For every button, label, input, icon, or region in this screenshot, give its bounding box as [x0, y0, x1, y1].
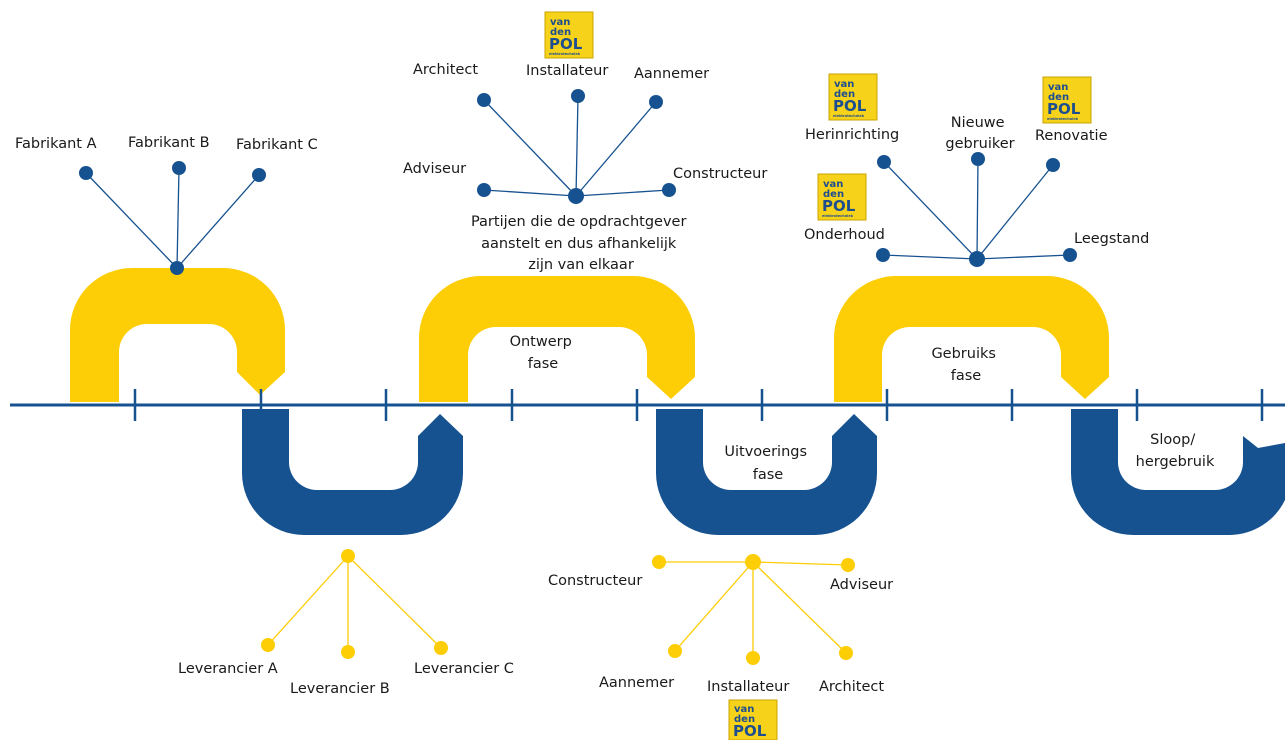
label-leverancier-b: Leverancier B	[290, 681, 390, 697]
node-ontwerp-adviseur	[477, 183, 491, 197]
arch-gebruiks-fase	[834, 276, 1109, 402]
node-gebruik-nieuwe-gebruiker	[971, 152, 985, 166]
svg-text:POL: POL	[733, 722, 767, 740]
node-uitvoering-adviseur	[841, 558, 855, 572]
label-ontwerp-aannemer: Aannemer	[634, 66, 709, 82]
label-leverancier-c: Leverancier C	[414, 661, 514, 677]
label-uitvoering-aannemer: Aannemer	[599, 675, 674, 691]
logo-vandenpol-installateur-bottom: van den POL	[728, 699, 778, 740]
label-gebruik-nieuwe-gebruiker: Nieuwe gebruiker	[945, 115, 1014, 152]
label-fabrikant-b: Fabrikant B	[128, 135, 210, 151]
svg-text:elektrotechniek: elektrotechniek	[822, 214, 854, 218]
svg-text:van: van	[734, 704, 754, 715]
logo-vandenpol-herinrichting: van den POL elektrotechniek	[828, 73, 878, 121]
node-gebruik-herinrichting	[877, 155, 891, 169]
arch-uitvoerings-fase	[656, 409, 877, 535]
logo-vandenpol-onderhoud: van den POL elektrotechniek	[817, 173, 867, 221]
svg-text:POL: POL	[1047, 100, 1081, 118]
node-ontwerp-installateur	[571, 89, 585, 103]
svg-text:POL: POL	[833, 97, 867, 115]
label-gebruik-herinrichting: Herinrichting	[805, 127, 899, 143]
svg-text:POL: POL	[822, 197, 856, 215]
svg-text:den: den	[550, 27, 571, 38]
node-uitvoering-constructeur	[652, 555, 666, 569]
svg-text:van: van	[550, 17, 570, 28]
node-fabrikant-b	[172, 161, 186, 175]
timeline-ticks	[133, 389, 1264, 421]
node-uitvoering-installateur	[746, 651, 760, 665]
node-leverancier-a	[261, 638, 275, 652]
node-leverancier-hub	[341, 549, 355, 563]
svg-text:elektrotechniek: elektrotechniek	[1047, 117, 1079, 121]
arch-levering	[242, 409, 463, 535]
arch-fabricage	[70, 268, 285, 402]
cluster-fabrikanten	[85, 167, 260, 269]
svg-text:POL: POL	[549, 35, 583, 53]
node-ontwerp-architect	[477, 93, 491, 107]
label-uitvoering-constructeur: Constructeur	[548, 573, 642, 589]
arch-sloop-hergebruik	[1071, 409, 1285, 535]
label-ontwerp-installateur: Installateur	[526, 63, 608, 79]
cluster-gebruik-partijen	[882, 158, 1071, 260]
node-uitvoering-hub	[745, 554, 761, 570]
node-fabrikant-hub	[170, 261, 184, 275]
logo-vandenpol-renovatie: van den POL elektrotechniek	[1042, 76, 1092, 124]
arch-ontwerp-fase	[419, 276, 695, 402]
node-leverancier-b	[341, 645, 355, 659]
label-uitvoering-installateur: Installateur	[707, 679, 789, 695]
svg-text:den: den	[823, 189, 844, 200]
phase-label-uitvoering: Uitvoerings fase	[724, 444, 811, 483]
node-uitvoering-architect	[839, 646, 853, 660]
logo-vandenpol-installateur-top: van den POL elektrotechniek	[544, 11, 594, 59]
svg-text:van: van	[823, 179, 843, 190]
node-gebruik-leegstand	[1063, 248, 1077, 262]
node-fabrikant-a	[79, 166, 93, 180]
svg-text:den: den	[1048, 92, 1069, 103]
node-uitvoering-aannemer	[668, 644, 682, 658]
phase-label-ontwerp: Ontwerp fase	[510, 334, 577, 372]
label-gebruik-renovatie: Renovatie	[1035, 128, 1108, 144]
svg-text:den: den	[734, 714, 755, 725]
label-ontwerp-constructeur: Constructeur	[673, 166, 767, 182]
cluster-leveranciers	[267, 555, 442, 652]
label-uitvoering-adviseur: Adviseur	[830, 577, 893, 593]
node-gebruik-renovatie	[1046, 158, 1060, 172]
node-ontwerp-constructeur	[662, 183, 676, 197]
phase-label-sloop: Sloop/ hergebruik	[1136, 432, 1215, 470]
label-ontwerp-architect: Architect	[413, 62, 478, 78]
svg-text:van: van	[834, 79, 854, 90]
node-gebruik-onderhoud	[876, 248, 890, 262]
caption-ontwerp-partijen: Partijen die de opdrachtgever aanstelt e…	[471, 214, 691, 273]
svg-text:elektrotechniek: elektrotechniek	[549, 52, 581, 56]
node-leverancier-c	[434, 641, 448, 655]
cluster-uitvoering-partijen	[659, 561, 849, 658]
svg-text:den: den	[834, 89, 855, 100]
svg-text:van: van	[1048, 82, 1068, 93]
node-fabrikant-c	[252, 168, 266, 182]
label-gebruik-onderhoud: Onderhoud	[804, 227, 885, 243]
node-ontwerp-aannemer	[649, 95, 663, 109]
label-fabrikant-a: Fabrikant A	[15, 136, 97, 152]
label-fabrikant-c: Fabrikant C	[236, 137, 318, 153]
label-ontwerp-adviseur: Adviseur	[403, 161, 466, 177]
phase-label-gebruik: Gebruiks fase	[931, 346, 1000, 384]
svg-text:elektrotechniek: elektrotechniek	[833, 114, 865, 118]
label-uitvoering-architect: Architect	[819, 679, 884, 695]
cluster-ontwerp-partijen	[483, 95, 670, 197]
node-gebruik-hub	[969, 251, 985, 267]
node-ontwerp-hub	[568, 188, 584, 204]
label-leverancier-a: Leverancier A	[178, 661, 278, 677]
label-gebruik-leegstand: Leegstand	[1074, 231, 1149, 247]
